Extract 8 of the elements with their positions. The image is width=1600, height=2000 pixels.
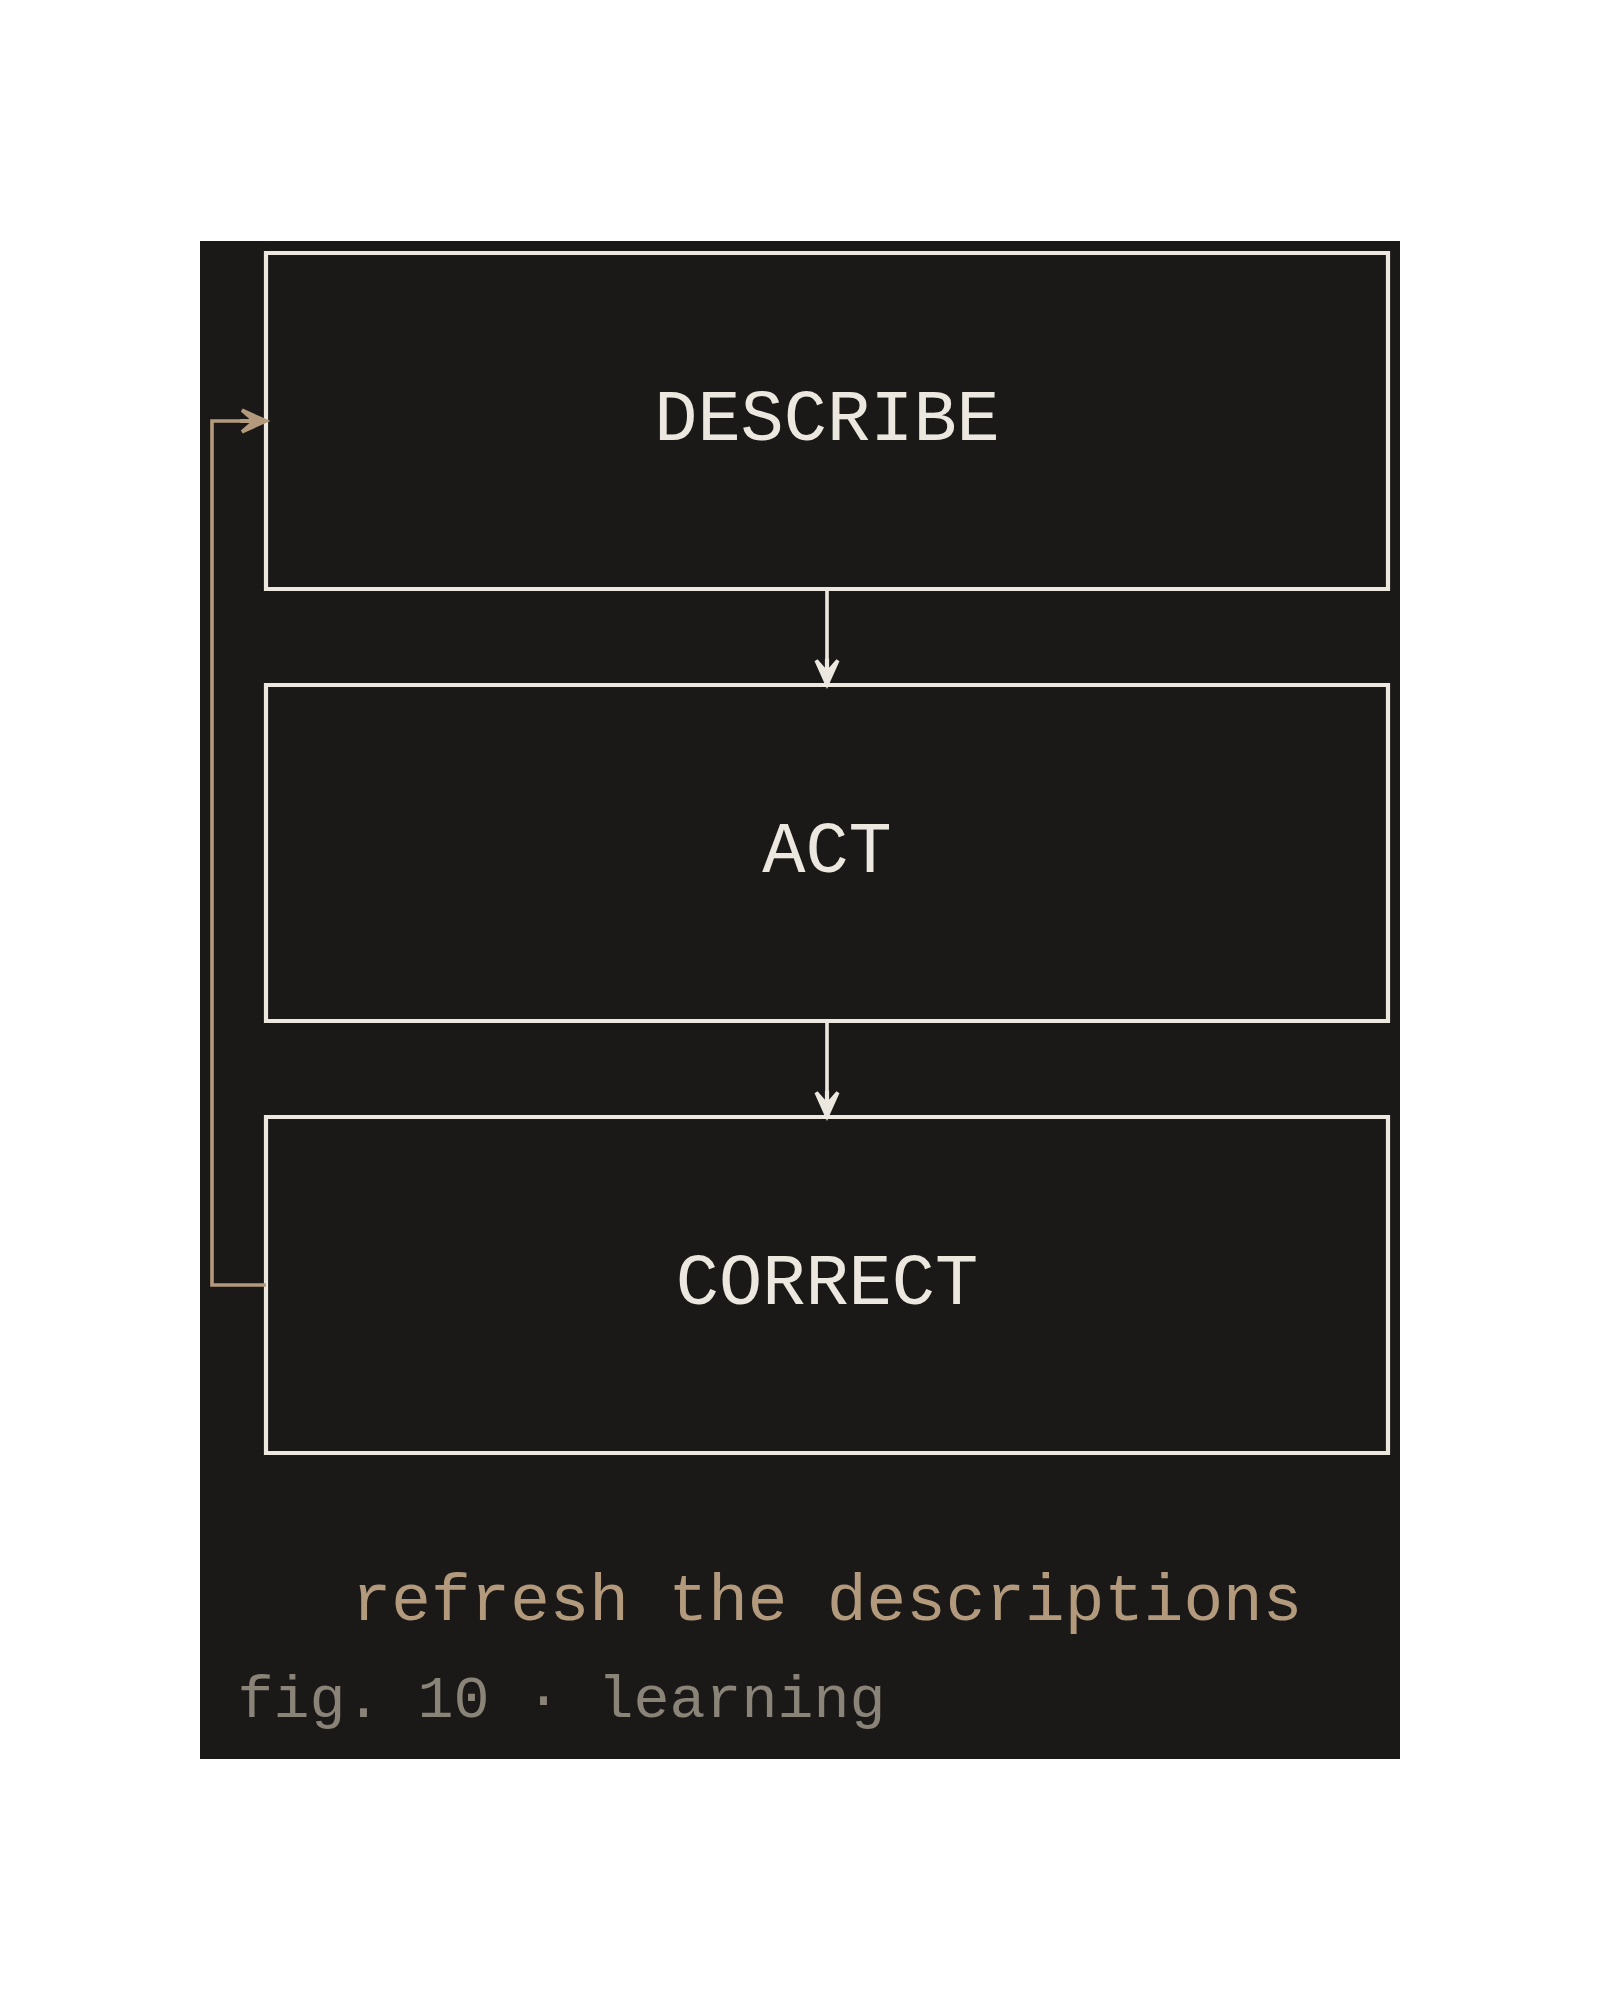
arrow [814, 1021, 840, 1119]
node-box: CORRECT [263, 1114, 1391, 1456]
caption: fig. 10 · learning [237, 1667, 886, 1735]
node-box: DESCRIBE [263, 250, 1391, 592]
label: refresh the descriptions [351, 1564, 1303, 1640]
node-box: ACT [263, 682, 1391, 1024]
arrow [814, 589, 840, 687]
arrow [210, 408, 268, 1287]
